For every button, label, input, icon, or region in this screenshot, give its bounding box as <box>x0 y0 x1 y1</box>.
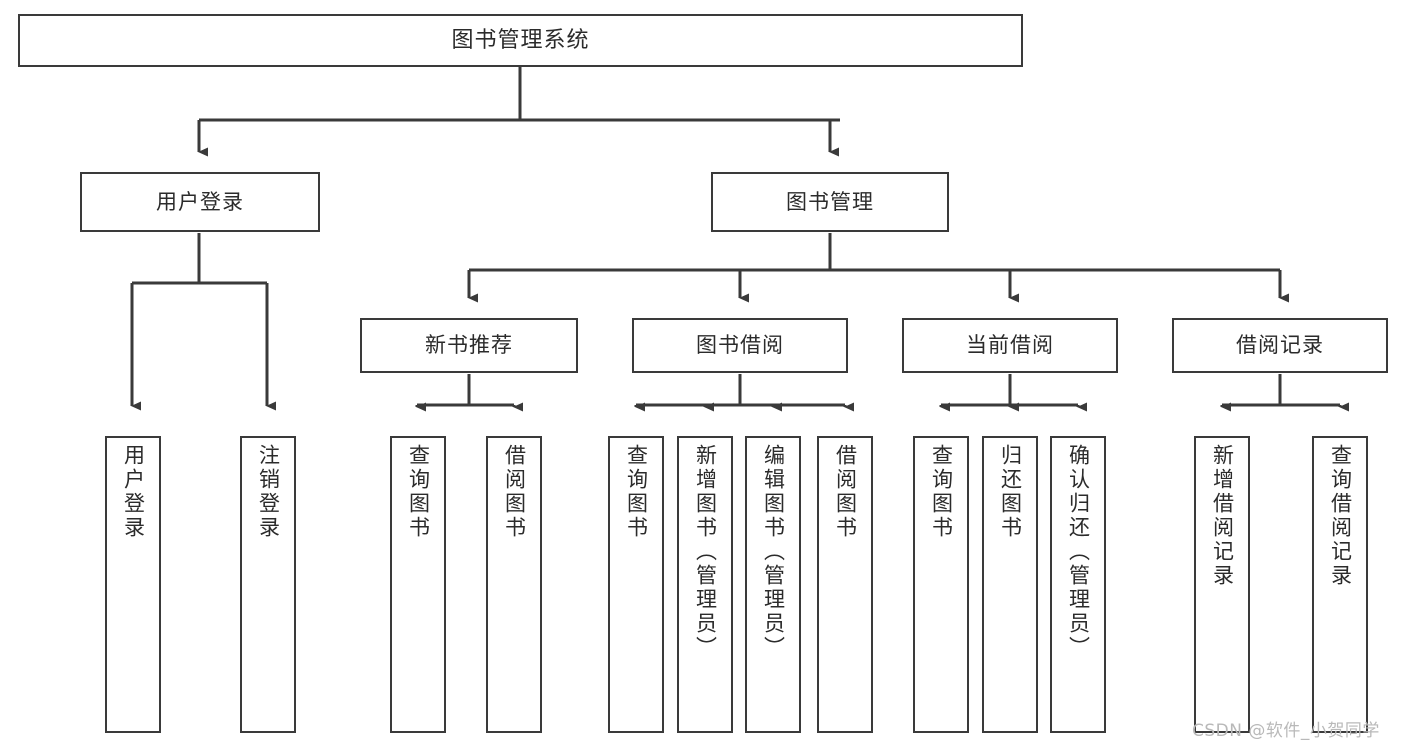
node-label: 当前借阅 <box>966 333 1054 358</box>
leaf-add-borrow-record[interactable]: 新增借阅记录 <box>1194 436 1250 733</box>
node-label: 用户登录 <box>156 189 244 214</box>
node-label: 借阅图书 <box>502 444 527 540</box>
node-label: 归还图书 <box>998 444 1023 540</box>
node-label: 查询图书 <box>406 444 431 540</box>
leaf-borrow-book-nbr[interactable]: 借阅图书 <box>486 436 542 733</box>
node-label: 确认归还（管理员） <box>1066 444 1091 660</box>
node-label: 图书借阅 <box>696 333 784 358</box>
node-book-management[interactable]: 图书管理 <box>711 172 949 232</box>
node-label: 图书管理 <box>786 189 874 214</box>
node-current-borrow[interactable]: 当前借阅 <box>902 318 1118 373</box>
node-new-book-recommend[interactable]: 新书推荐 <box>360 318 578 373</box>
leaf-query-borrow-record[interactable]: 查询借阅记录 <box>1312 436 1368 733</box>
leaf-query-book-dqjy[interactable]: 查询图书 <box>913 436 969 733</box>
node-label: 注销登录 <box>256 444 281 540</box>
leaf-query-book-nbr[interactable]: 查询图书 <box>390 436 446 733</box>
leaf-return-book[interactable]: 归还图书 <box>982 436 1038 733</box>
node-user-login[interactable]: 用户登录 <box>80 172 320 232</box>
leaf-edit-book-admin[interactable]: 编辑图书（管理员） <box>745 436 801 733</box>
node-label: 查询图书 <box>929 444 954 540</box>
leaf-logout[interactable]: 注销登录 <box>240 436 296 733</box>
node-label: 用户登录 <box>121 444 146 540</box>
node-book-borrow[interactable]: 图书借阅 <box>632 318 848 373</box>
leaf-confirm-return-admin[interactable]: 确认归还（管理员） <box>1050 436 1106 733</box>
node-label: 新增图书（管理员） <box>693 444 718 660</box>
leaf-query-book-tsjy[interactable]: 查询图书 <box>608 436 664 733</box>
node-borrow-record[interactable]: 借阅记录 <box>1172 318 1388 373</box>
node-label: 借阅图书 <box>833 444 858 540</box>
leaf-user-login[interactable]: 用户登录 <box>105 436 161 733</box>
node-root-system[interactable]: 图书管理系统 <box>18 14 1023 67</box>
node-label: 借阅记录 <box>1236 333 1324 358</box>
node-label: 查询借阅记录 <box>1328 444 1353 588</box>
leaf-add-book-admin[interactable]: 新增图书（管理员） <box>677 436 733 733</box>
node-label: 新增借阅记录 <box>1210 444 1235 588</box>
leaf-borrow-book-tsjy[interactable]: 借阅图书 <box>817 436 873 733</box>
csdn-watermark: CSDN @软件_小贺同学 <box>1192 721 1380 741</box>
node-label: 查询图书 <box>624 444 649 540</box>
node-label: 新书推荐 <box>425 333 513 358</box>
node-label: 图书管理系统 <box>451 27 590 53</box>
node-label: 编辑图书（管理员） <box>761 444 786 660</box>
